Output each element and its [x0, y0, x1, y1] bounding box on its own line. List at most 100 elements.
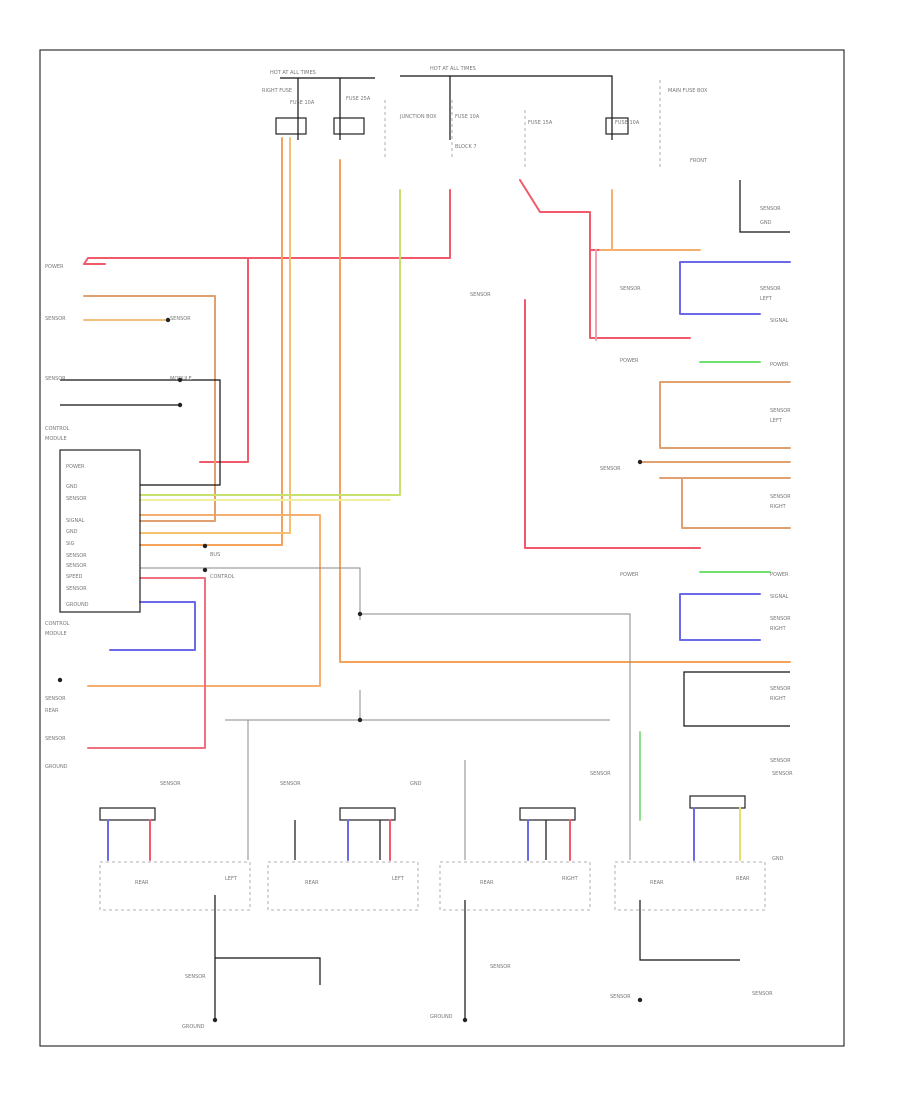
wire-tan-right-3: [681, 477, 791, 529]
svg-text:BLOCK 7: BLOCK 7: [455, 144, 477, 150]
svg-text:CONTROL: CONTROL: [45, 621, 70, 627]
svg-text:REAR: REAR: [650, 880, 664, 886]
svg-text:FUSE 15A: FUSE 15A: [528, 120, 553, 126]
svg-text:SIGNAL: SIGNAL: [770, 318, 789, 324]
svg-text:POWER: POWER: [620, 572, 639, 578]
svg-text:MODULE: MODULE: [45, 436, 67, 442]
svg-text:SENSOR: SENSOR: [280, 781, 301, 787]
junction-dots: [57, 317, 643, 1023]
svg-text:GROUND: GROUND: [182, 1024, 205, 1030]
svg-text:LEFT: LEFT: [770, 418, 783, 424]
svg-text:SENSOR: SENSOR: [490, 964, 511, 970]
svg-text:FUSE 25A: FUSE 25A: [346, 96, 371, 102]
svg-text:REAR: REAR: [45, 708, 59, 714]
svg-text:SENSOR: SENSOR: [760, 286, 781, 292]
svg-text:MODULE: MODULE: [45, 631, 67, 637]
svg-text:SIGNAL: SIGNAL: [66, 518, 85, 524]
svg-text:GND: GND: [66, 529, 78, 535]
svg-text:SENSOR: SENSOR: [590, 771, 611, 777]
svg-text:SENSOR: SENSOR: [620, 286, 641, 292]
svg-text:SPEED: SPEED: [66, 574, 83, 580]
bottom-connectors: SENSOR SENSOR GND SENSOR SENSOR GND: [99, 771, 793, 862]
svg-text:GND: GND: [760, 220, 772, 226]
svg-text:SENSOR: SENSOR: [45, 736, 66, 742]
svg-text:SENSOR: SENSOR: [66, 586, 87, 592]
wire-tan-top: [83, 295, 216, 522]
svg-text:SENSOR: SENSOR: [770, 686, 791, 692]
svg-text:RIGHT: RIGHT: [770, 504, 787, 510]
svg-text:SIG: SIG: [66, 541, 75, 547]
svg-text:REAR: REAR: [480, 880, 494, 886]
diagram-border: [39, 49, 845, 1047]
wire-tan-right-1: [659, 381, 791, 449]
svg-text:LEFT: LEFT: [392, 876, 405, 882]
svg-text:SENSOR: SENSOR: [752, 991, 773, 997]
bottom-sensor-boxes: REAR REAR REAR REAR LEFT LEFT RIGHT REAR: [99, 861, 766, 911]
svg-text:SENSOR: SENSOR: [66, 563, 87, 569]
svg-text:SENSOR: SENSOR: [770, 494, 791, 500]
wire-yellow-green: [139, 189, 401, 496]
wire-red-right-long: [524, 299, 701, 549]
svg-text:POWER: POWER: [66, 464, 85, 470]
svg-text:RIGHT: RIGHT: [770, 696, 787, 702]
svg-text:CONTROL: CONTROL: [45, 426, 70, 432]
right-labels: FRONT SENSOR GND SENSOR LEFT SIGNAL POWE…: [470, 158, 791, 764]
wire-black-drop-a: [294, 820, 547, 860]
svg-text:GND: GND: [410, 781, 422, 787]
svg-text:FRONT: FRONT: [690, 158, 708, 164]
wire-black-lower-4: [215, 957, 321, 985]
svg-text:RIGHT FUSE: RIGHT FUSE: [262, 88, 292, 94]
svg-text:HOT AT ALL TIMES: HOT AT ALL TIMES: [270, 70, 316, 76]
svg-text:SENSOR: SENSOR: [185, 974, 206, 980]
svg-text:POWER: POWER: [620, 358, 639, 364]
wire-tan-right-2: [639, 461, 791, 479]
fuse-area: HOT AT ALL TIMES HOT AT ALL TIMES RIGHT …: [262, 66, 708, 170]
wire-orange-right: [599, 189, 701, 251]
wire-black-ground-right-1: [739, 180, 790, 233]
wire-red-left-drop: [199, 257, 249, 463]
svg-text:RIGHT: RIGHT: [562, 876, 579, 882]
left-control-module: [59, 449, 141, 613]
wire-black-lower-3: [639, 900, 740, 961]
wire-black-ground-right-2: [683, 671, 790, 727]
svg-text:GROUND: GROUND: [430, 1014, 453, 1020]
wire-blue-2: [679, 593, 761, 641]
svg-text:SENSOR: SENSOR: [45, 376, 66, 382]
svg-text:GROUND: GROUND: [45, 764, 68, 770]
svg-text:REAR: REAR: [135, 880, 149, 886]
svg-text:SENSOR: SENSOR: [770, 616, 791, 622]
svg-text:FUSE 10A: FUSE 10A: [290, 100, 315, 106]
svg-text:FUSE 10A: FUSE 10A: [455, 114, 480, 120]
svg-text:SIGNAL: SIGNAL: [770, 594, 789, 600]
svg-text:LEFT: LEFT: [760, 296, 773, 302]
svg-text:SENSOR: SENSOR: [170, 316, 191, 322]
svg-text:LEFT: LEFT: [225, 876, 238, 882]
svg-text:JUNCTION BOX: JUNCTION BOX: [399, 114, 437, 120]
bottom-labels: SENSOR GROUND SENSOR GROUND SENSOR SENSO…: [182, 964, 773, 1030]
svg-text:SENSOR: SENSOR: [610, 994, 631, 1000]
wire-red-right: [519, 179, 691, 339]
wire-orange-2: [139, 137, 291, 534]
wire-black-module-1: [140, 379, 221, 486]
svg-text:SENSOR: SENSOR: [760, 206, 781, 212]
wire-pink-left: [87, 577, 206, 749]
svg-text:BUS: BUS: [210, 552, 220, 558]
svg-text:POWER: POWER: [770, 362, 789, 368]
wire-orange-3: [339, 159, 791, 663]
svg-text:GND: GND: [66, 484, 78, 490]
wire-blue-left: [109, 601, 196, 651]
svg-text:HOT AT ALL TIMES: HOT AT ALL TIMES: [430, 66, 476, 72]
svg-text:SENSOR: SENSOR: [470, 292, 491, 298]
wire-blue-1: [679, 261, 791, 315]
svg-text:REAR: REAR: [736, 876, 750, 882]
svg-text:SENSOR: SENSOR: [770, 758, 791, 764]
svg-text:GROUND: GROUND: [66, 602, 89, 608]
svg-text:SENSOR: SENSOR: [160, 781, 181, 787]
svg-text:RIGHT: RIGHT: [770, 626, 787, 632]
svg-text:SENSOR: SENSOR: [45, 316, 66, 322]
svg-text:REAR: REAR: [305, 880, 319, 886]
svg-text:MAIN FUSE BOX: MAIN FUSE BOX: [668, 88, 708, 94]
left-module-pins: POWER GND SENSOR SIGNAL GND SIG SENSOR S…: [66, 464, 89, 608]
svg-text:SENSOR: SENSOR: [770, 408, 791, 414]
